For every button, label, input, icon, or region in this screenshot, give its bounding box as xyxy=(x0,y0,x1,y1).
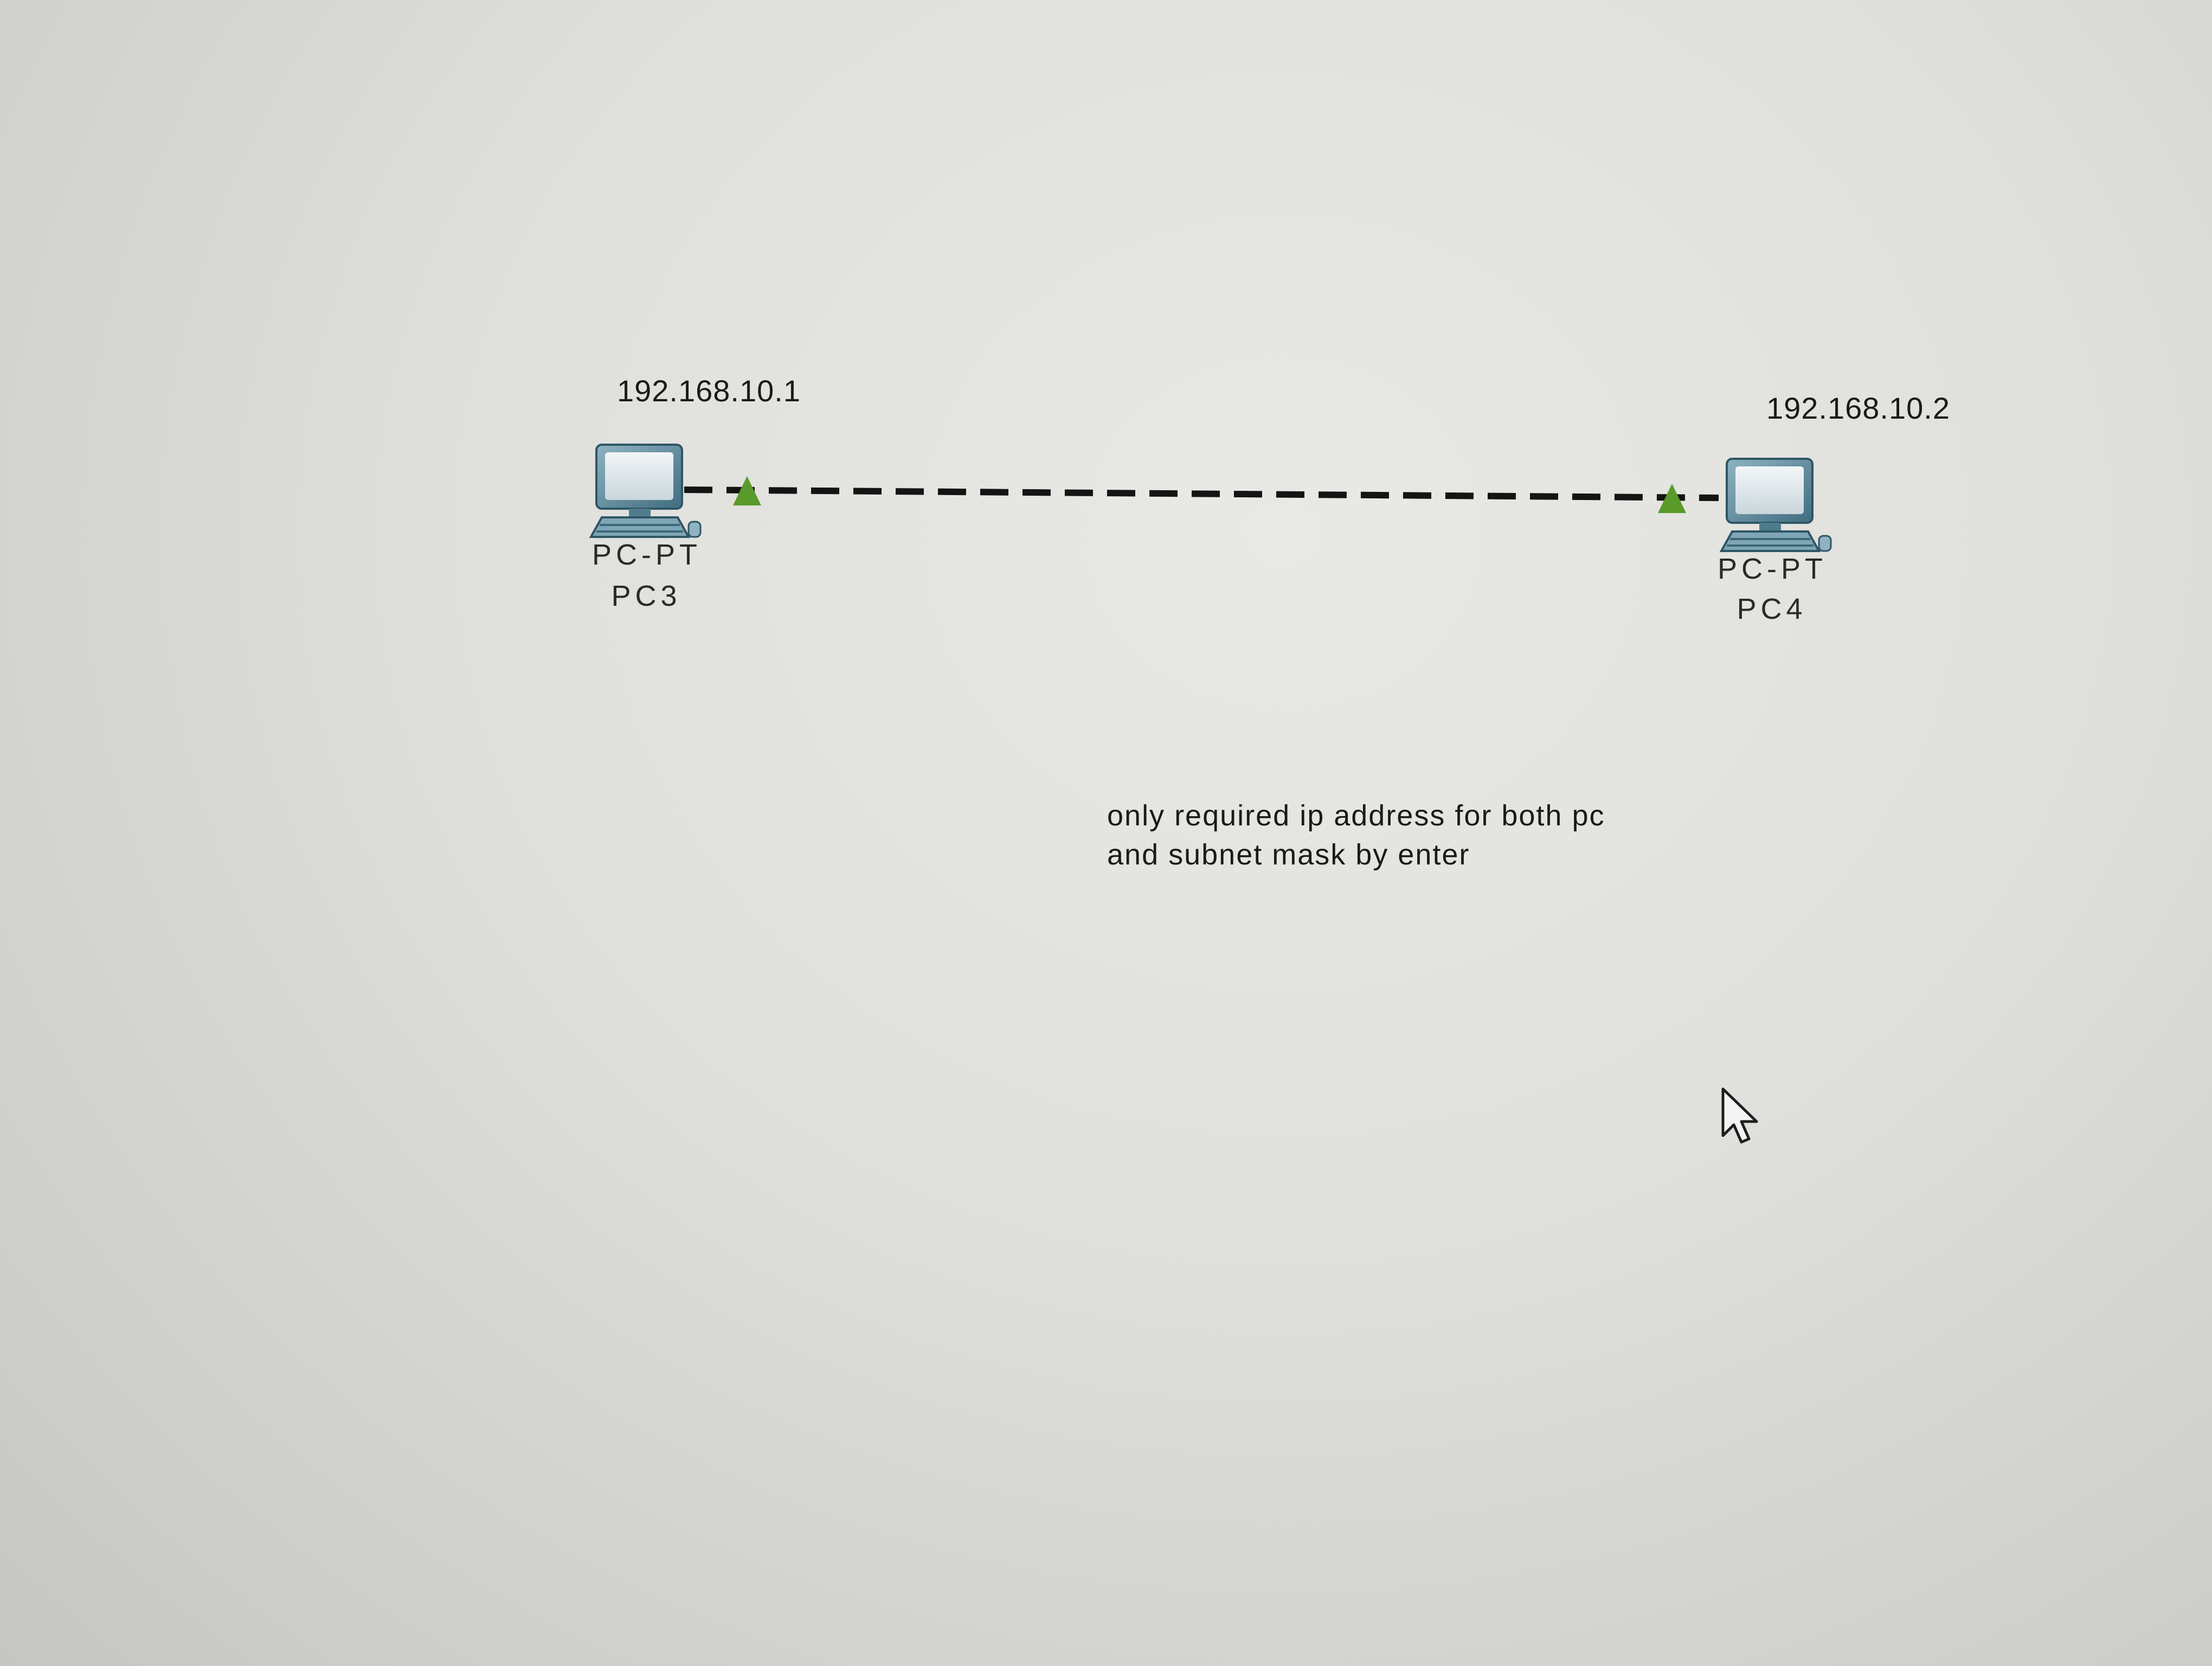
pc3-model-label: PC-PT xyxy=(592,539,702,571)
pc3-name-label[interactable]: PC3 xyxy=(611,580,681,612)
canvas-note[interactable]: only required ip address for both pc and… xyxy=(1107,796,1649,874)
note-line-1: only required ip address for both pc xyxy=(1107,799,1605,832)
link-up-triangle-icon xyxy=(733,476,761,505)
ethernet-link-cable[interactable] xyxy=(684,486,1719,501)
link-up-triangle-icon xyxy=(1658,484,1686,513)
pc-icon[interactable] xyxy=(589,444,702,538)
pc-icon[interactable] xyxy=(1719,458,1832,552)
pc3-ip-address[interactable]: 192.168.10.1 xyxy=(617,374,801,408)
pc4-model-label: PC-PT xyxy=(1718,553,1827,585)
mouse-pointer-icon xyxy=(1721,1087,1758,1144)
pc4-name-label[interactable]: PC4 xyxy=(1737,593,1807,625)
note-line-2: and subnet mask by enter xyxy=(1107,838,1470,871)
pc4-ip-address[interactable]: 192.168.10.2 xyxy=(1766,391,1950,425)
